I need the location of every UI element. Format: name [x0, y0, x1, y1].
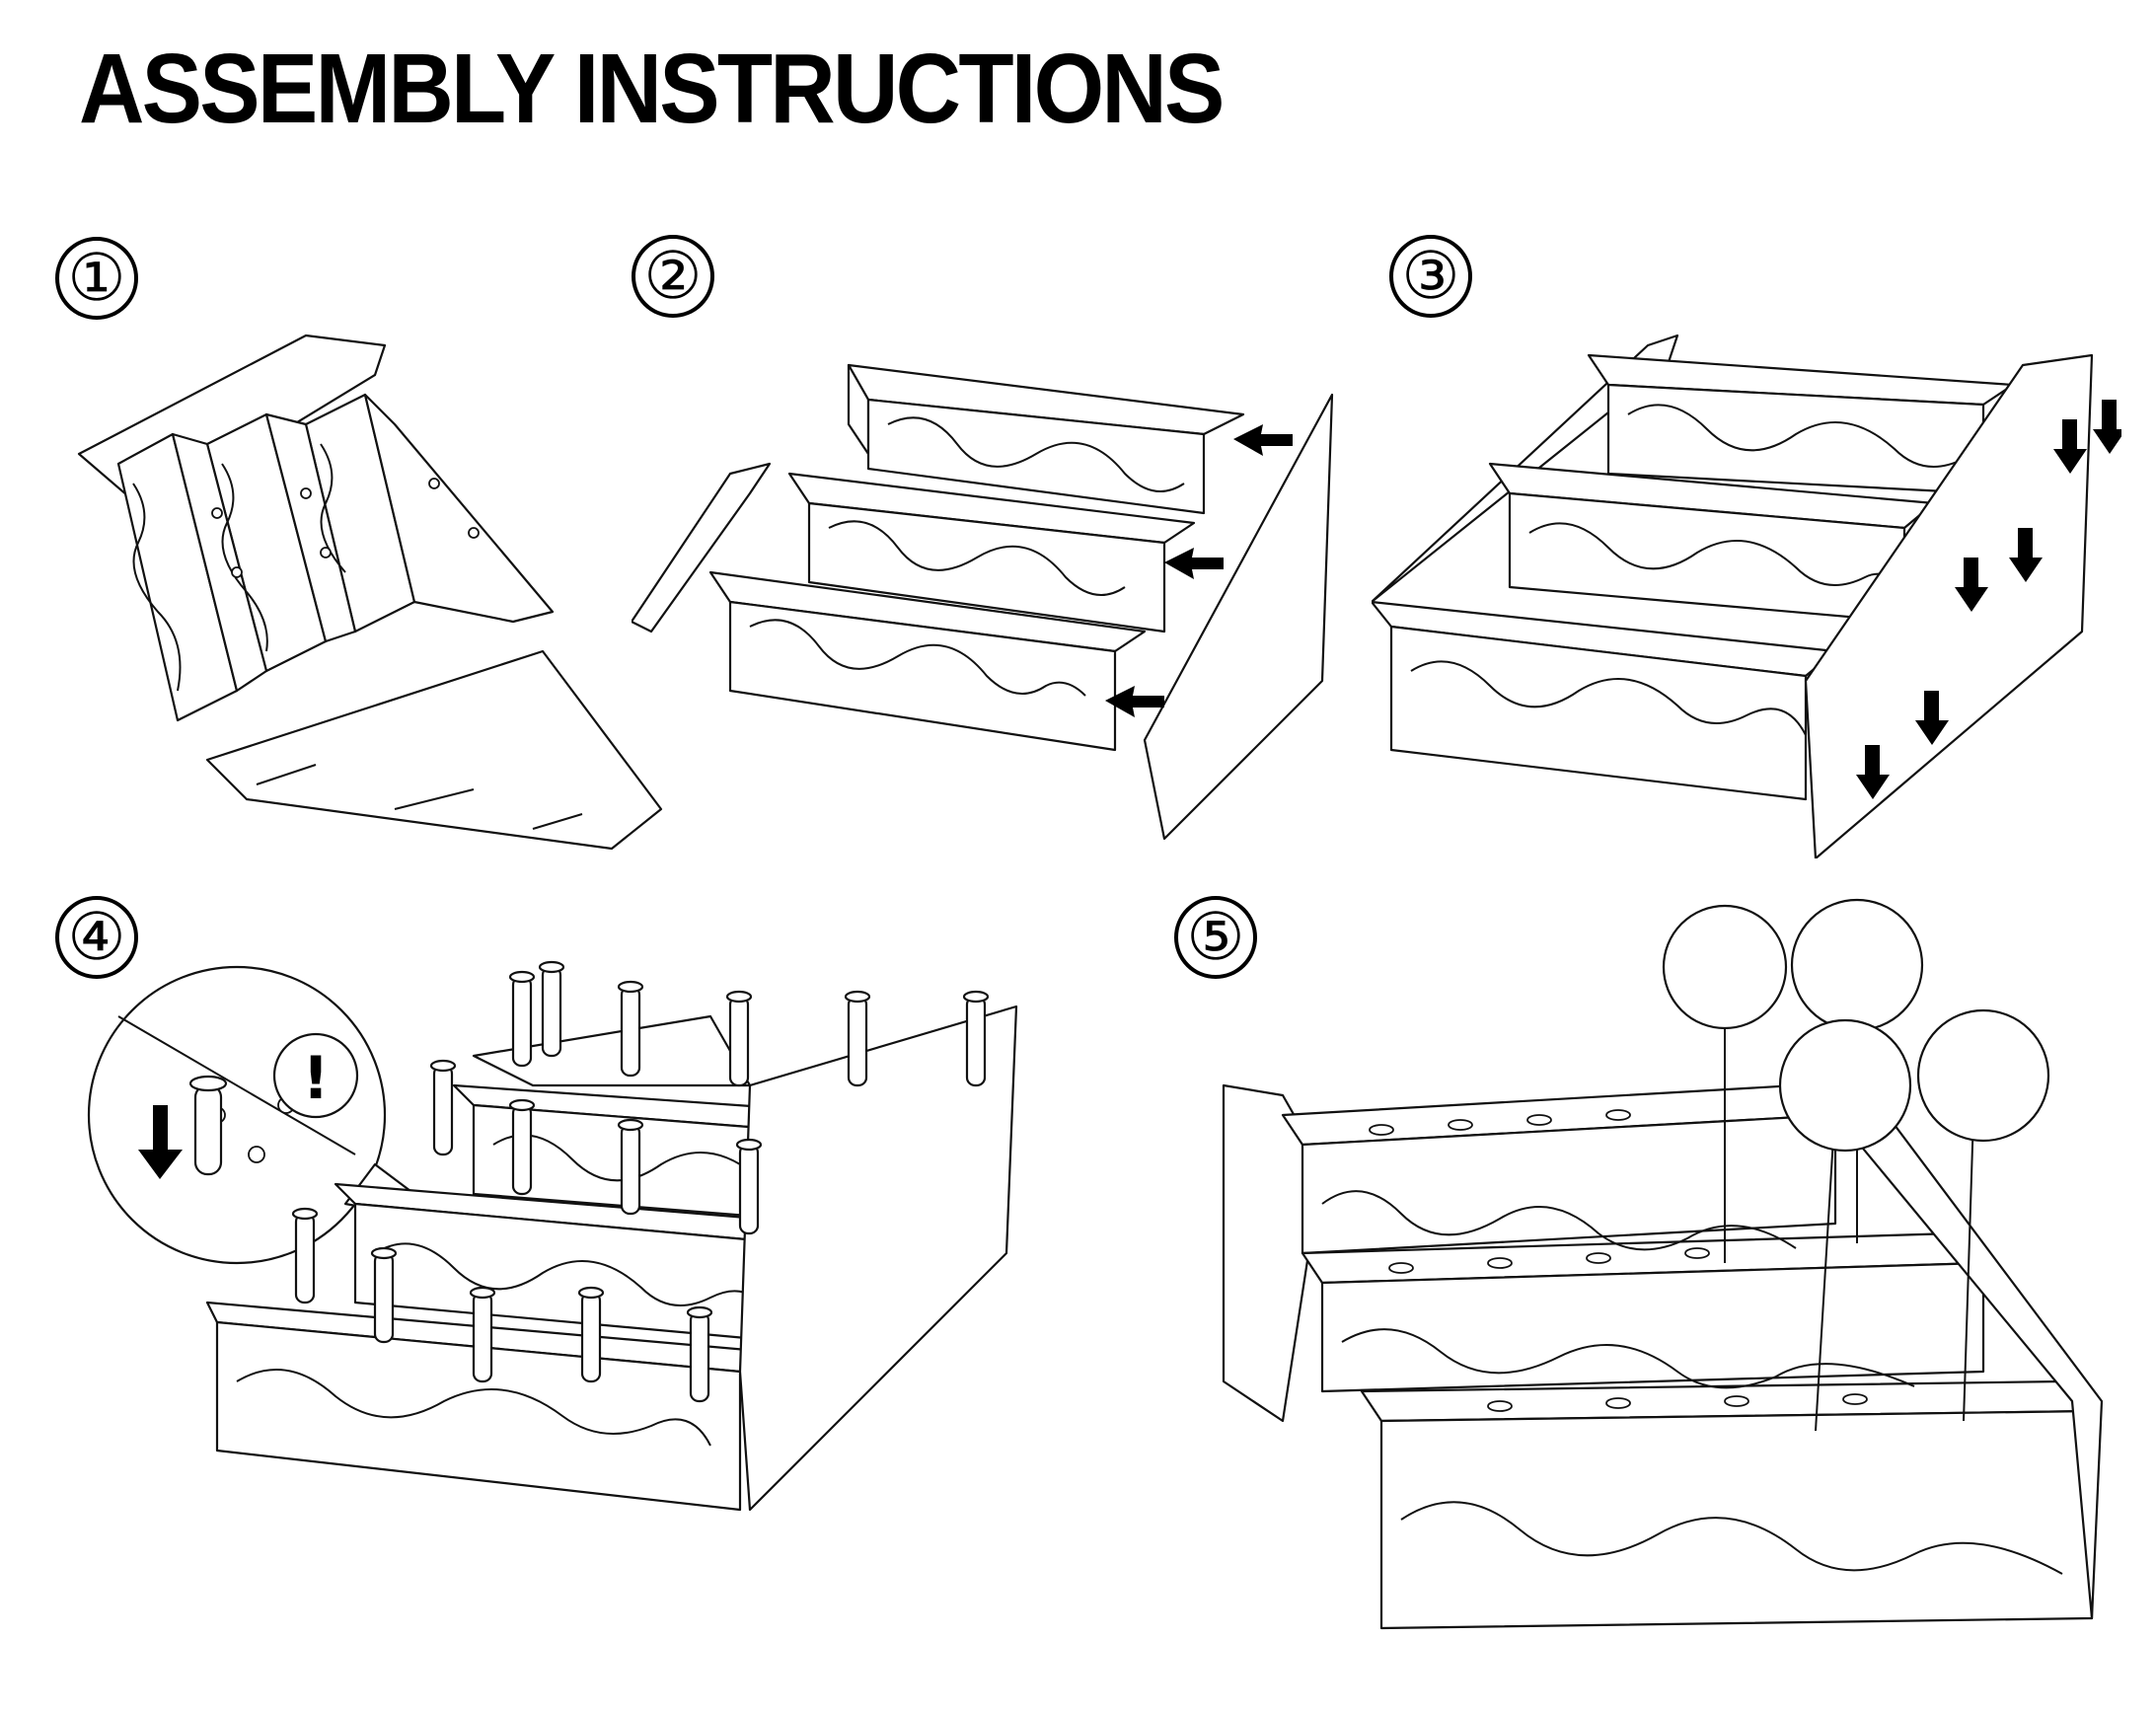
- shelf-tier-middle: [787, 472, 1196, 633]
- tube: [735, 1138, 763, 1235]
- shelf-tier-bottom: [1372, 600, 1837, 801]
- arrow-bottom: [1105, 686, 1164, 717]
- tube-detail: [188, 1075, 228, 1176]
- step-5-number: ⑤: [1174, 896, 1257, 979]
- arrow-2: [2093, 400, 2121, 454]
- step-3-illustration: [1372, 334, 2121, 858]
- arrow-3: [1955, 558, 1988, 612]
- cake-pop: [1916, 1008, 2050, 1422]
- step-1-number: ①: [55, 237, 138, 320]
- shelf-holes: [211, 478, 480, 578]
- page-title: ASSEMBLY INSTRUCTIONS: [79, 34, 1225, 144]
- tube: [429, 1059, 457, 1156]
- cup-holders: [1369, 1109, 1868, 1412]
- shelf-tier-top: [1587, 353, 2015, 495]
- tube: [844, 990, 871, 1087]
- warning-circle: [272, 1032, 359, 1119]
- tube: [291, 1207, 319, 1304]
- side-panel-right: [1143, 393, 1334, 841]
- tube: [370, 1246, 398, 1344]
- step-2-number: ②: [632, 235, 714, 318]
- cake-pop: [1662, 904, 1788, 1263]
- insert-arrows: [1105, 424, 1293, 717]
- cake-pop: [1778, 1018, 1912, 1432]
- shelf-tier-middle: [1488, 462, 1936, 624]
- tube: [617, 1118, 644, 1216]
- tube: [538, 960, 565, 1058]
- arrow-6: [1915, 691, 1949, 745]
- tube: [686, 1305, 713, 1403]
- shelf-tier-middle: [1301, 1231, 1985, 1393]
- arrow-5: [1856, 745, 1890, 799]
- down-arrows: [1856, 400, 2121, 799]
- step-5-illustration: [1222, 898, 2104, 1630]
- step-4-number: ④: [55, 896, 138, 979]
- tube: [469, 1286, 496, 1383]
- riser-pattern: [1321, 1190, 2063, 1575]
- riser-pattern: [1410, 404, 1965, 736]
- tube: [617, 980, 644, 1078]
- shelf-tier-top: [847, 363, 1245, 515]
- side-panel-left: [1222, 1083, 1324, 1423]
- shelf-board-1: [171, 432, 268, 693]
- tube: [962, 990, 990, 1087]
- shelf-board-2: [264, 412, 357, 643]
- tubes: [291, 960, 990, 1403]
- step-2-illustration: [632, 363, 1334, 841]
- arrow-1: [2053, 419, 2087, 474]
- down-arrow: [138, 1105, 183, 1179]
- side-panel-left: [632, 462, 772, 633]
- warning-symbol: !: [302, 1044, 329, 1113]
- shelf-board-3: [363, 393, 555, 624]
- arrow-top: [1233, 424, 1293, 456]
- shelf-tier-bottom: [708, 570, 1147, 752]
- step-3-number: ③: [1389, 235, 1472, 318]
- tube: [508, 1098, 536, 1196]
- riser-pattern: [749, 416, 1185, 697]
- tube: [508, 970, 536, 1068]
- step-1-illustration: [77, 334, 663, 851]
- side-panel-bottom: [205, 649, 663, 851]
- step-4-illustration: !: [87, 960, 1018, 1512]
- side-panel-right: [1804, 353, 2094, 858]
- tube: [725, 990, 753, 1087]
- arrow-4: [2009, 528, 2043, 582]
- arrow-middle: [1164, 548, 1224, 579]
- tube: [577, 1286, 605, 1383]
